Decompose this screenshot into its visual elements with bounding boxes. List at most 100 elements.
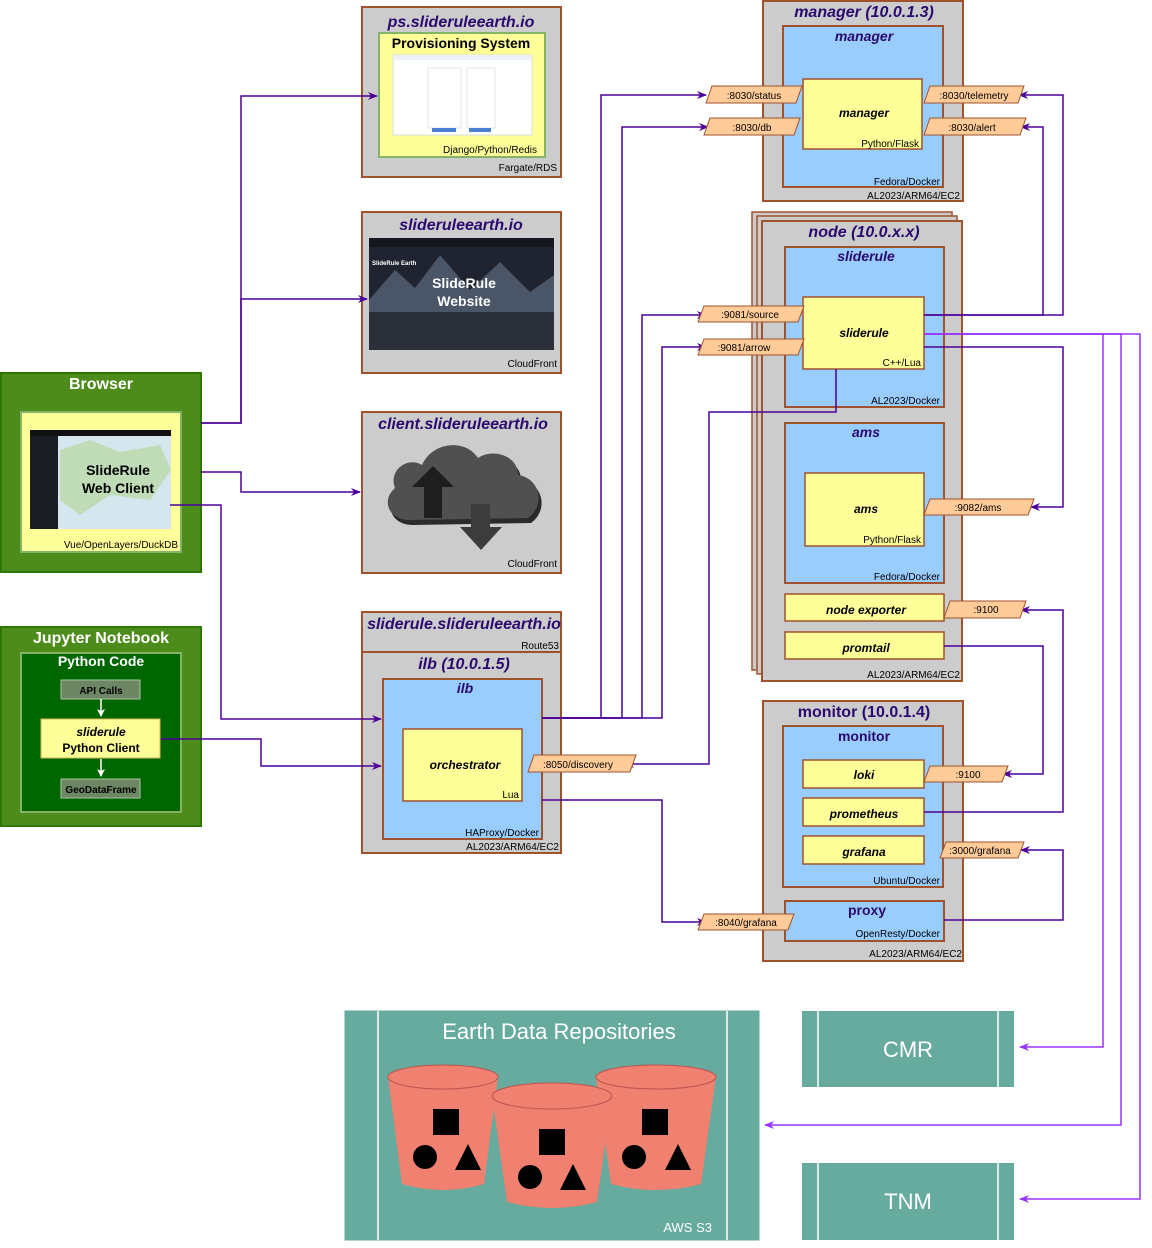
svg-text::9081/arrow: :9081/arrow	[718, 343, 772, 354]
py-client-label-1: sliderule	[76, 725, 126, 739]
manager-lang: Python/Flask	[861, 139, 920, 150]
monitor-group: monitor (10.0.1.4) monitor loki promethe…	[762, 700, 964, 962]
svg-text::8040/grafana: :8040/grafana	[715, 918, 777, 929]
edge-sliderule-discovery	[624, 369, 837, 768]
manager-group: manager (10.0.1.3) manager manager Pytho…	[762, 0, 964, 202]
website-label-1: SlideRule	[432, 275, 496, 291]
grafana-label: grafana	[841, 845, 886, 859]
prometheus-label: prometheus	[829, 807, 899, 821]
website-screenshot: SlideRule Earth	[369, 238, 554, 350]
manager-title: manager (10.0.1.3)	[794, 4, 934, 21]
port-alert: :8030/alert	[923, 117, 1027, 136]
edge-promtail-loki	[944, 645, 1044, 778]
website-label-2: Website	[437, 293, 491, 309]
sliderule-inner-title: sliderule	[837, 248, 895, 264]
py-client-label-2: Python Client	[62, 741, 139, 755]
port-arrow: :9081/arrow	[697, 338, 805, 356]
edge-sliderule-ams	[924, 346, 1064, 511]
sr-dns-infra: Route53	[521, 641, 559, 652]
edge-ilb-source	[542, 311, 707, 719]
client-group: client.slideruleearth.io CloudFront	[361, 411, 562, 574]
manager-stack: Fedora/Docker	[874, 177, 941, 188]
proxy-stack: OpenResty/Docker	[856, 929, 941, 940]
ps-group: ps.slideruleearth.io Provisioning System…	[361, 6, 562, 178]
ams-inner-title: ams	[852, 424, 880, 440]
svg-text::8030/status: :8030/status	[727, 91, 781, 102]
svg-text::9081/source: :9081/source	[721, 310, 779, 321]
orchestrator-lang: Lua	[502, 790, 519, 801]
ps-stack: Django/Python/Redis	[443, 145, 537, 156]
node-group: node (10.0.x.x) sliderule sliderule C++/…	[751, 211, 963, 682]
browser-label-2: Web Client	[82, 480, 154, 496]
edge-ilb-status	[542, 91, 707, 719]
port-discovery: :8050/discovery	[527, 754, 637, 773]
edge-browser-client	[201, 471, 361, 496]
ps-infra: Fargate/RDS	[499, 163, 558, 174]
edge-ilb-proxy	[542, 799, 707, 926]
monitor-stack: Ubuntu/Docker	[873, 876, 940, 887]
ams-lang: Python/Flask	[863, 535, 922, 546]
website-title: slideruleearth.io	[399, 217, 523, 234]
edge-prometheus-9100	[924, 606, 1064, 813]
edge-ilb-arrow	[542, 343, 707, 719]
svg-text::8030/telemetry: :8030/telemetry	[940, 91, 1009, 102]
port-loki: :9100	[923, 765, 1009, 783]
python-code-label: Python Code	[58, 653, 145, 669]
svg-text::8050/discovery: :8050/discovery	[543, 760, 613, 771]
svg-text::3000/grafana: :3000/grafana	[949, 846, 1011, 857]
jupyter-title: Jupyter Notebook	[33, 630, 169, 647]
orchestrator-label: orchestrator	[430, 758, 502, 772]
ilb-title: ilb (10.0.1.5)	[418, 656, 510, 673]
monitor-infra: AL2023/ARM64/EC2	[869, 949, 962, 960]
sliderule-box-label: sliderule	[839, 326, 889, 340]
sliderule-lang: C++/Lua	[883, 358, 922, 369]
repos-title: Earth Data Repositories	[442, 1019, 676, 1044]
port-grafana: :3000/grafana	[939, 841, 1025, 859]
browser-label-1: SlideRule	[86, 462, 150, 478]
sliderule-dns-group: sliderule.slideruleearth.io Route53 ilb …	[361, 611, 562, 854]
svg-text::8030/db: :8030/db	[733, 123, 772, 134]
ams-stack: Fedora/Docker	[874, 572, 941, 583]
edge-browser-website	[201, 295, 368, 424]
manager-infra: AL2023/ARM64/EC2	[867, 191, 960, 202]
browser-group: Browser SlideRule Web Client Vue/OpenLay…	[0, 372, 202, 573]
port-telemetry: :8030/telemetry	[923, 85, 1025, 104]
webclient-screenshot	[30, 430, 171, 529]
tnm-label: TNM	[884, 1189, 932, 1214]
svg-text:SlideRule Earth: SlideRule Earth	[372, 261, 417, 267]
cmr-label: CMR	[883, 1037, 933, 1062]
node-exporter-label: node exporter	[826, 603, 907, 617]
node-infra: AL2023/ARM64/EC2	[867, 670, 960, 681]
cloud-transfer-icon	[387, 445, 542, 550]
manager-box-label: manager	[839, 106, 890, 120]
api-calls-label: API Calls	[79, 686, 123, 697]
port-db: :8030/db	[703, 117, 801, 136]
geodataframe-label: GeoDataFrame	[65, 785, 137, 796]
port-node-9100: :9100	[943, 600, 1027, 619]
bucket-icon	[491, 1082, 613, 1208]
edge-proxy-grafana	[944, 846, 1064, 921]
connectors-data	[764, 333, 1141, 1203]
edge-sliderule-tnm	[924, 333, 1141, 1203]
port-proxy: :8040/grafana	[697, 913, 795, 931]
browser-title: Browser	[69, 376, 133, 393]
website-infra: CloudFront	[508, 359, 558, 370]
ilb-inner-title: ilb	[457, 680, 474, 696]
browser-stack: Vue/OpenLayers/DuckDB	[64, 540, 178, 551]
sr-dns-title: sliderule.slideruleearth.io	[367, 616, 561, 633]
connectors	[161, 91, 1064, 926]
svg-text::9082/ams: :9082/ams	[955, 503, 1002, 514]
ps-inner-title: Provisioning System	[392, 35, 530, 51]
port-tags: :8030/status :8030/db :8030/telemetry :8…	[527, 85, 1035, 931]
ams-box-label: ams	[854, 502, 878, 516]
svg-text::9100: :9100	[955, 770, 980, 781]
port-source: :9081/source	[697, 305, 805, 323]
loki-label: loki	[854, 768, 875, 782]
jupyter-group: Jupyter Notebook Python Code API Calls s…	[0, 626, 202, 827]
edge-browser-ilb	[170, 504, 382, 723]
monitor-inner-title: monitor	[838, 728, 891, 744]
edge-ilb-db	[542, 123, 709, 719]
website-group: slideruleearth.io SlideRule Earth SlideR…	[361, 211, 562, 374]
bucket-icon	[387, 1064, 499, 1190]
repos-aws-label: AWS S3	[663, 1220, 712, 1235]
